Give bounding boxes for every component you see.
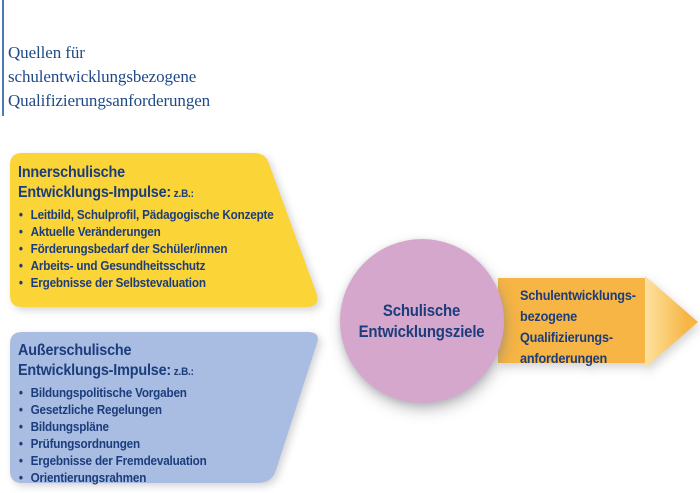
list-item: Bildungspolitische Vorgaben	[18, 384, 288, 401]
inner-impulses-list: Leitbild, Schulprofil, Pädagogische Konz…	[18, 206, 288, 291]
title-line: Qualifizierungsanforderungen	[8, 91, 211, 110]
list-item: Ergebnisse der Fremdevaluation	[18, 452, 288, 469]
arrow-label-line: Qualifizierungs-	[520, 330, 613, 345]
heading-text: Entwicklungs-Impulse:	[18, 184, 172, 201]
list-item: Leitbild, Schulprofil, Pädagogische Konz…	[18, 206, 288, 223]
heading-line: Außerschulische	[18, 342, 132, 359]
arrow-label: Schulentwicklungs- bezogene Qualifizieru…	[520, 285, 636, 369]
list-item: Gesetzliche Regelungen	[18, 401, 288, 418]
title-line: schulentwicklungsbezogene	[8, 67, 197, 86]
heading-line: Entwicklungs-Impulse:z.B.:	[18, 183, 288, 204]
arrow-head-icon	[645, 276, 698, 368]
inner-impulses-heading: Innerschulische Entwicklungs-Impulse:z.B…	[18, 163, 288, 204]
arrow-label-line: Schulentwicklungs-	[520, 288, 636, 303]
qualification-arrow: Schulentwicklungs- bezogene Qualifizieru…	[498, 274, 700, 370]
list-item: Arbeits- und Gesundheitsschutz	[18, 257, 288, 274]
list-item: Förderungsbedarf der Schüler/innen	[18, 240, 288, 257]
heading-abbr: z.B.:	[173, 188, 194, 200]
development-goals-circle: Schulische Entwicklungsziele	[340, 239, 504, 403]
list-item: Bildungspläne	[18, 418, 288, 435]
page-title: Quellen für schulentwicklungsbezogene Qu…	[8, 41, 210, 113]
arrow-label-line: anforderungen	[520, 351, 608, 366]
heading-line: Innerschulische	[18, 164, 125, 181]
heading-line: Entwicklungs-Impulse:z.B.:	[18, 361, 288, 382]
list-item: Orientierungsrahmen	[18, 469, 288, 486]
outer-impulses-heading: Außerschulische Entwicklungs-Impulse:z.B…	[18, 341, 288, 382]
arrow-body	[498, 278, 646, 363]
arrow-label-line: bezogene	[520, 309, 578, 324]
title-line: Quellen für	[8, 43, 85, 62]
list-item: Ergebnisse der Selbstevaluation	[18, 274, 288, 291]
list-item: Aktuelle Veränderungen	[18, 223, 288, 240]
circle-label-line: Entwicklungsziele	[359, 322, 485, 341]
heading-text: Entwicklungs-Impulse:	[18, 362, 172, 379]
circle-label: Schulische Entwicklungsziele	[359, 300, 485, 342]
inner-impulses-box: Innerschulische Entwicklungs-Impulse:z.B…	[18, 163, 288, 291]
circle-label-line: Schulische	[383, 301, 461, 320]
left-border-rule	[2, 0, 4, 116]
outer-impulses-box: Außerschulische Entwicklungs-Impulse:z.B…	[18, 341, 288, 486]
heading-abbr: z.B.:	[173, 366, 194, 378]
list-item: Prüfungsordnungen	[18, 435, 288, 452]
outer-impulses-list: Bildungspolitische Vorgaben Gesetzliche …	[18, 384, 288, 486]
